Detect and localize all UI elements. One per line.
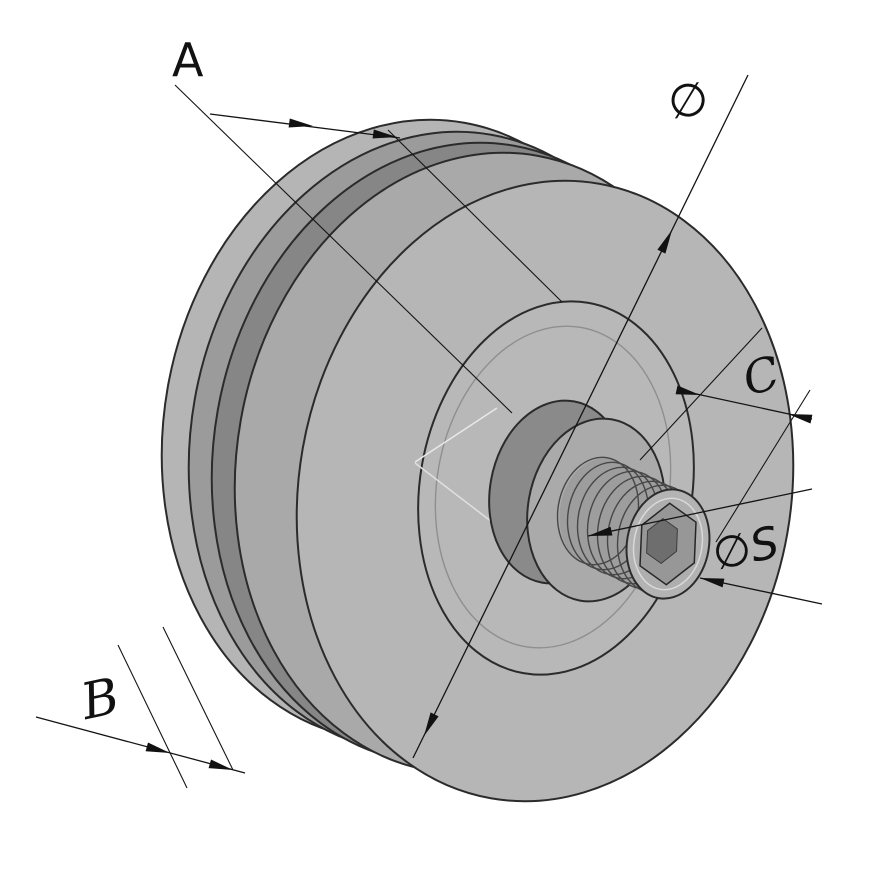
dim-b-extension-line-2 [162, 626, 234, 771]
dimensions: A ∅ C ∅S [35, 33, 823, 789]
threaded-stud [488, 399, 711, 603]
hex-socket-bottom [646, 517, 678, 565]
hub-highlight-line-1 [414, 407, 498, 463]
dim-b-arrow-2 [208, 759, 233, 770]
dim-a-extension-line-1 [174, 84, 513, 414]
dim-diameter-line [412, 74, 749, 759]
dim-a-arrow-2 [372, 129, 397, 139]
dim-c-arrow-left [675, 385, 700, 395]
dim-a-extension-line-2 [387, 129, 563, 303]
dim-b-extension-line-1 [117, 644, 188, 789]
dim-b-label: B [75, 667, 124, 732]
dim-stud-diameter-line-upper [587, 488, 813, 537]
dim-diameter-label: ∅ [664, 71, 711, 130]
dim-b-arrow-1 [145, 742, 170, 753]
dimension-diameter: ∅ [412, 71, 749, 759]
dim-a-label: A [172, 33, 204, 87]
dim-c-extension-line-1 [639, 327, 763, 461]
dimension-b: B [35, 626, 246, 789]
dim-diameter-arrow-top [657, 230, 672, 254]
dim-stud-diameter-arrow-upper [588, 526, 613, 536]
dim-c-arrow-right [788, 414, 813, 424]
dim-a-arrow-1 [288, 118, 313, 128]
dim-stud-diameter-arrow-lower [700, 578, 725, 588]
dimension-a: A [172, 33, 563, 414]
dim-diameter-arrow-bottom [424, 712, 439, 736]
hub-highlight-line-2 [414, 462, 493, 523]
